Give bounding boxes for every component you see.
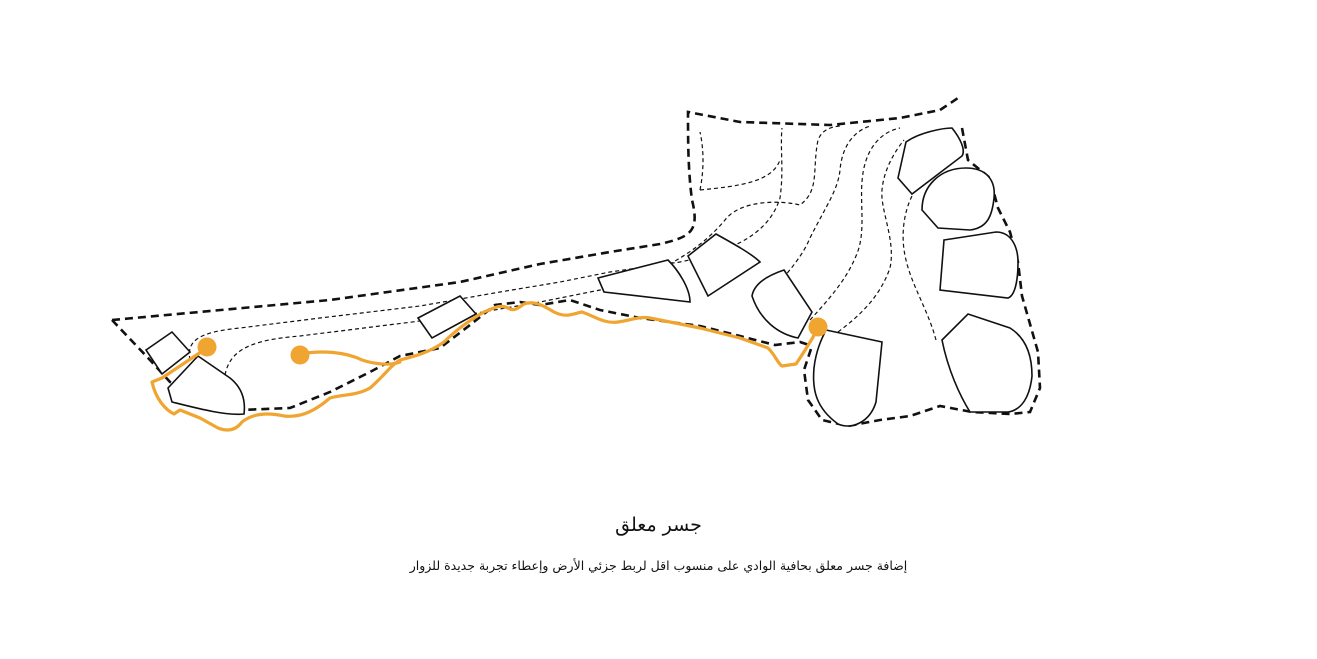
contour-line-3 bbox=[699, 131, 781, 191]
bridge-endpoint-middle bbox=[290, 345, 310, 365]
building-7 bbox=[812, 329, 883, 427]
suspension-bridge bbox=[150, 301, 828, 432]
building-6 bbox=[751, 269, 813, 339]
site-boundary-east bbox=[802, 127, 1042, 428]
building-footprints bbox=[144, 127, 1033, 427]
contour-line-2 bbox=[224, 125, 841, 376]
building-1 bbox=[144, 330, 192, 376]
caption-subtitle: إضافة جسر معلق بحافية الوادي على منسوب ا… bbox=[409, 558, 908, 573]
bridge-path-west bbox=[150, 301, 820, 432]
caption-title: جسر معلق bbox=[615, 514, 702, 536]
building-10 bbox=[939, 231, 1019, 299]
contour-line-6 bbox=[837, 139, 905, 333]
building-2 bbox=[167, 354, 246, 416]
site-boundary bbox=[111, 96, 959, 322]
contour-line-7 bbox=[902, 195, 937, 341]
building-3 bbox=[416, 295, 478, 340]
bridge-endpoint-west bbox=[197, 337, 217, 357]
bridge-path-spur bbox=[298, 350, 402, 366]
building-8 bbox=[897, 127, 965, 196]
building-9 bbox=[921, 167, 995, 231]
building-4 bbox=[596, 259, 691, 303]
bridge-endpoint-east bbox=[808, 317, 828, 337]
contour-line-4 bbox=[764, 125, 871, 301]
building-5 bbox=[686, 233, 762, 298]
building-11 bbox=[941, 313, 1033, 413]
